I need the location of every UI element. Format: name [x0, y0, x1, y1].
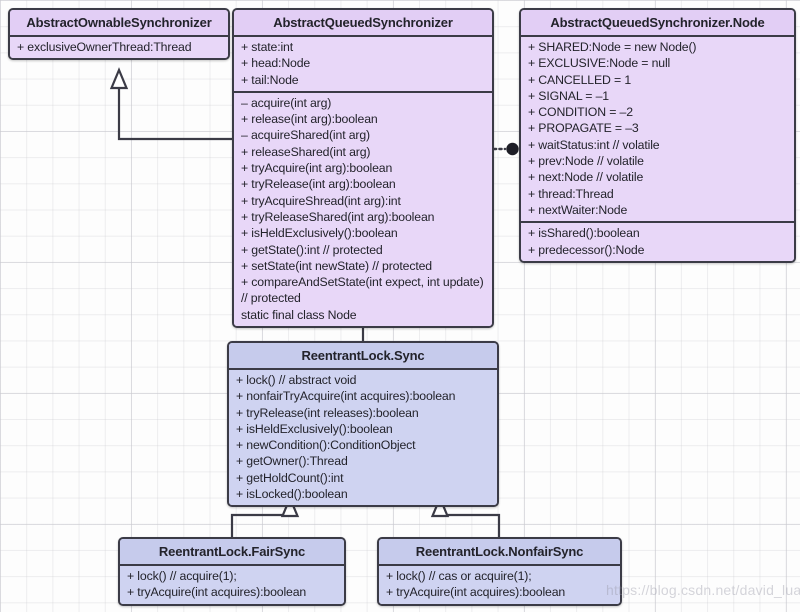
class-member-row: + CANCELLED = 1 — [528, 72, 632, 87]
class-member-row: + SIGNAL = –1 — [528, 88, 609, 103]
class-title-reentrantlock-nonfairsync: ReentrantLock.NonfairSync — [379, 539, 620, 564]
class-member-row: + SHARED:Node = new Node() — [528, 40, 697, 54]
class-box-reentrantlock-fairsync[interactable]: ReentrantLock.FairSync + lock() // acqui… — [118, 537, 346, 606]
class-operations-abstract-queued-synchronizer: – acquire(int arg) + release(int arg):bo… — [234, 90, 492, 327]
class-member-row: + EXCLUSIVE:Node = null — [528, 56, 671, 71]
class-member-row: + tryAcquire(int acquires):boolean — [127, 585, 307, 600]
watermark-text: https://blog.csdn.net/david_lua — [606, 582, 800, 598]
class-member-row: + tryRelease(int releases):boolean — [236, 405, 419, 420]
class-member-row: – acquire(int arg) — [241, 95, 332, 110]
class-member-row: + lock() // acquire(1); — [127, 569, 237, 583]
class-member-row: + isLocked():boolean — [236, 487, 348, 502]
class-member-row: + getHoldCount():int — [236, 470, 344, 485]
class-member-row: + nextWaiter:Node — [528, 202, 628, 217]
class-box-abstract-ownable-synchronizer[interactable]: AbstractOwnableSynchronizer + exclusiveO… — [8, 8, 230, 61]
class-attributes-abstract-queued-synchronizer: + state:int + head:Node + tail:Node — [234, 35, 492, 91]
class-operations-reentrantlock-nonfairsync: + lock() // cas or acquire(1); + tryAcqu… — [379, 564, 620, 604]
class-box-reentrantlock-nonfairsync[interactable]: ReentrantLock.NonfairSync + lock() // ca… — [377, 537, 622, 606]
class-member-row: + tryReleaseShared(int arg):boolean — [241, 209, 435, 224]
class-title-reentrantlock-sync: ReentrantLock.Sync — [229, 343, 497, 368]
class-title-aqs-node: AbstractQueuedSynchronizer.Node — [521, 10, 794, 35]
class-attributes-aqs-node: + SHARED:Node = new Node() + EXCLUSIVE:N… — [521, 35, 794, 222]
class-member-row: + tryAcquire(int arg):boolean — [241, 161, 393, 176]
class-attributes-abstract-ownable-synchronizer: + exclusiveOwnerThread:Thread — [10, 35, 228, 59]
class-member-row: + setState(int newState) // protected — [241, 258, 432, 273]
class-member-row: + newCondition():ConditionObject — [236, 438, 416, 453]
class-member-row: + CONDITION = –2 — [528, 105, 633, 120]
class-member-row: + tryRelease(int arg):boolean — [241, 177, 396, 192]
class-member-row: + head:Node — [241, 56, 311, 71]
class-member-row: + waitStatus:int // volatile — [528, 137, 660, 152]
class-member-row: + nonfairTryAcquire(int acquires):boolea… — [236, 389, 456, 404]
class-member-row: + lock() // abstract void — [236, 373, 357, 387]
class-member-row: + isHeldExclusively():boolean — [236, 421, 393, 436]
class-member-row: + getOwner():Thread — [236, 454, 348, 469]
class-box-aqs-node[interactable]: AbstractQueuedSynchronizer.Node + SHARED… — [519, 8, 796, 263]
class-operations-aqs-node: + isShared():boolean + predecessor():Nod… — [521, 221, 794, 261]
class-member-row: – acquireShared(int arg) — [241, 128, 371, 143]
class-member-row: + release(int arg):boolean — [241, 112, 378, 127]
class-title-reentrantlock-fairsync: ReentrantLock.FairSync — [120, 539, 344, 564]
class-box-abstract-queued-synchronizer[interactable]: AbstractQueuedSynchronizer + state:int +… — [232, 8, 494, 329]
class-box-reentrantlock-sync[interactable]: ReentrantLock.Sync + lock() // abstract … — [227, 341, 499, 508]
class-member-row: static final class Node — [241, 307, 357, 322]
class-title-abstract-queued-synchronizer: AbstractQueuedSynchronizer — [234, 10, 492, 35]
class-member-row: + state:int — [241, 40, 294, 54]
class-title-abstract-ownable-synchronizer: AbstractOwnableSynchronizer — [10, 10, 228, 35]
class-operations-reentrantlock-sync: + lock() // abstract void + nonfairTryAc… — [229, 368, 497, 506]
class-member-row: + tryAcquire(int acquires):boolean — [386, 585, 566, 600]
class-member-row: + prev:Node // volatile — [528, 154, 644, 169]
edge-aqs-extends-aos — [109, 67, 232, 141]
class-member-row: + tryAcquireShread(int arg):int — [241, 193, 401, 208]
class-member-row: + lock() // cas or acquire(1); — [386, 569, 532, 583]
class-member-row: + next:Node // volatile — [528, 170, 644, 185]
class-operations-reentrantlock-fairsync: + lock() // acquire(1); + tryAcquire(int… — [120, 564, 344, 604]
class-member-row: + isShared():boolean — [528, 226, 640, 241]
class-member-row: + releaseShared(int arg) — [241, 144, 371, 159]
class-member-row: + isHeldExclusively():boolean — [241, 226, 398, 241]
class-member-row: + PROPAGATE = –3 — [528, 121, 639, 136]
edge-aqs-uses-node — [492, 142, 519, 156]
class-member-row: + thread:Thread — [528, 186, 614, 201]
class-member-row: + exclusiveOwnerThread:Thread — [17, 40, 192, 54]
class-member-row: + predecessor():Node — [528, 242, 645, 257]
class-member-row: + getState():int // protected — [241, 242, 383, 257]
class-member-row: + tail:Node — [241, 72, 299, 87]
class-member-row: + compareAndSetState(int expect, int upd… — [241, 275, 484, 306]
